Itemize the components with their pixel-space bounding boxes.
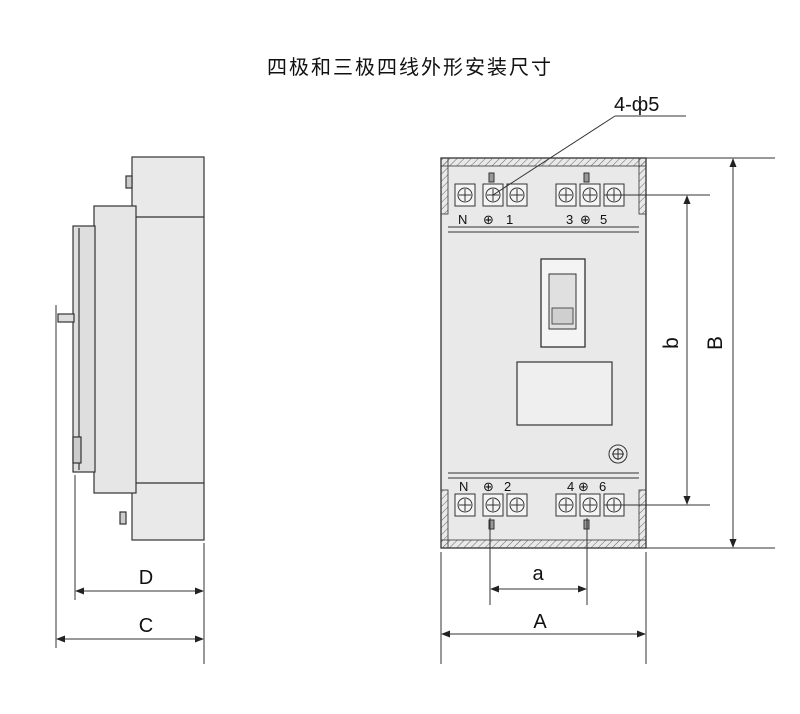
- bottom-terminal-n: N: [459, 479, 468, 494]
- top-terminal-5: 5: [600, 212, 607, 227]
- hole-callout-leader: [492, 115, 616, 196]
- top-terminal-1: 1: [506, 212, 513, 227]
- top-terminal-3: 3: [566, 212, 573, 227]
- dimension-label-d: D: [139, 567, 153, 589]
- nameplate: [516, 361, 613, 426]
- bottom-terminal-2: 2: [504, 479, 511, 494]
- front-dimensions: [440, 157, 775, 664]
- dimension-label-a: a: [532, 563, 544, 585]
- side-front-cover: [72, 225, 96, 473]
- front-view: N ⊕ 1 3 ⊕ 5: [440, 157, 647, 549]
- bottom-terminal-4: 4: [567, 479, 574, 494]
- dimension-label-c: C: [139, 615, 153, 637]
- bottom-ground-symbol-2: ⊕: [578, 479, 589, 494]
- front-body: [440, 157, 647, 549]
- drawing-title: 四极和三极四线外形安装尺寸: [267, 55, 553, 79]
- bottom-ground-symbol: ⊕: [483, 479, 494, 494]
- dimension-label-big-b: B: [704, 336, 727, 350]
- bottom-terminal-6: 6: [599, 479, 606, 494]
- side-middle-body: [93, 205, 137, 494]
- dimension-label-big-a: A: [533, 611, 547, 633]
- side-view: [57, 156, 205, 541]
- dimension-label-b: b: [660, 337, 683, 349]
- test-button-icon: [608, 444, 628, 464]
- top-ground-symbol-2: ⊕: [580, 212, 591, 227]
- top-ground-symbol: ⊕: [483, 212, 494, 227]
- side-rear-block: [131, 156, 205, 541]
- side-handle-pin: [57, 313, 75, 323]
- side-dimensions: [55, 305, 205, 664]
- hole-callout-label: 4-ф5: [614, 94, 659, 116]
- top-terminal-n: N: [458, 212, 467, 227]
